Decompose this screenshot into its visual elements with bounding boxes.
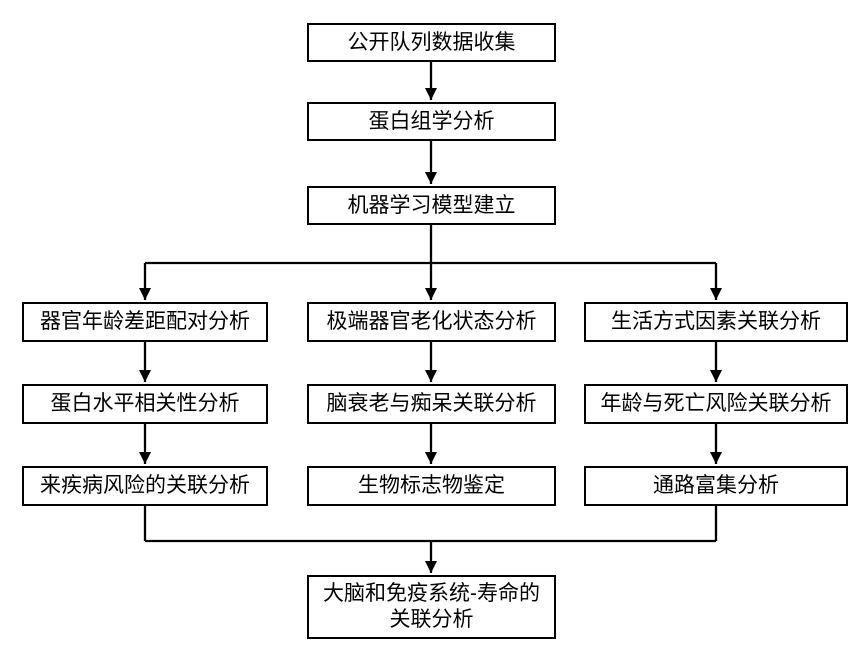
node-label: 公开队列数据收集 <box>347 30 516 54</box>
node-label: 生活方式因素关联分析 <box>611 310 821 333</box>
node-public-cohort-data-collection: 公开队列数据收集 <box>307 23 556 62</box>
node-brain-immune-lifespan-association-analysis: 大脑和免疫系统-寿命的 关联分析 <box>307 575 556 639</box>
node-label: 通路富集分析 <box>653 474 779 497</box>
node-label: 极端器官老化状态分析 <box>326 310 537 333</box>
node-label: 年龄与死亡风险关联分析 <box>600 392 832 415</box>
node-extreme-organ-aging-state-analysis: 极端器官老化状态分析 <box>307 302 556 342</box>
node-label: 器官年龄差距配对分析 <box>40 310 250 333</box>
node-brain-aging-dementia-association-analysis: 脑衰老与痴呆关联分析 <box>307 384 556 424</box>
node-proteomics-analysis: 蛋白组学分析 <box>307 102 556 141</box>
node-label: 蛋白组学分析 <box>368 109 495 133</box>
node-label: 生物标志物鉴定 <box>358 474 505 497</box>
node-label: 脑衰老与痴呆关联分析 <box>326 392 537 415</box>
node-disease-risk-association-analysis: 来疾病风险的关联分析 <box>22 466 268 506</box>
node-label: 蛋白水平相关性分析 <box>50 392 240 415</box>
node-label: 机器学习模型建立 <box>347 193 516 217</box>
node-pathway-enrichment-analysis: 通路富集分析 <box>584 466 848 506</box>
node-label-line1: 大脑和免疫系统-寿命的 <box>323 582 540 605</box>
node-machine-learning-model: 机器学习模型建立 <box>307 186 556 225</box>
node-label-line2: 关联分析 <box>389 608 474 631</box>
node-label: 来疾病风险的关联分析 <box>40 474 250 497</box>
node-protein-level-correlation-analysis: 蛋白水平相关性分析 <box>22 384 268 424</box>
node-lifestyle-factor-association-analysis: 生活方式因素关联分析 <box>584 302 848 342</box>
node-age-mortality-risk-association-analysis: 年龄与死亡风险关联分析 <box>584 384 848 424</box>
node-organ-age-gap-pairing-analysis: 器官年龄差距配对分析 <box>22 302 268 342</box>
node-biomarker-identification: 生物标志物鉴定 <box>307 466 556 506</box>
